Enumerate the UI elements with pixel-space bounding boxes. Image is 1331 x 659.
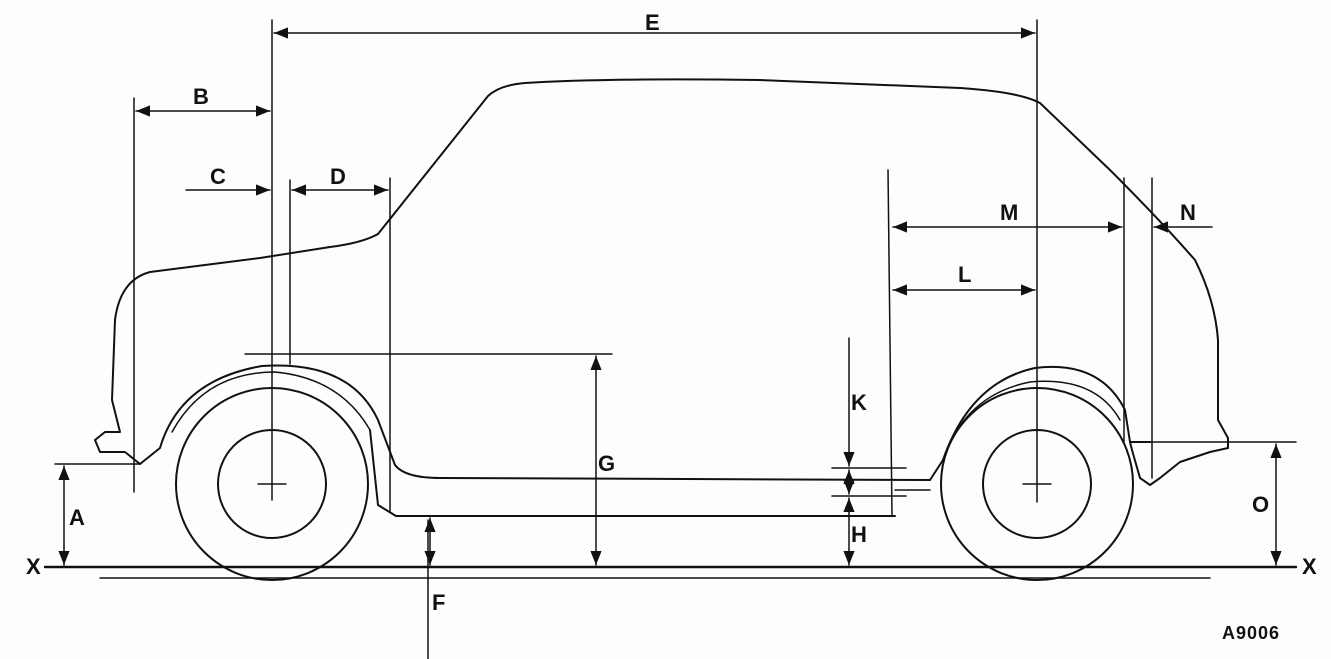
label-g: G (598, 451, 615, 476)
label-m: M (1000, 200, 1018, 225)
label-b: B (193, 84, 209, 109)
label-n: N (1180, 200, 1196, 225)
ground-line-x (43, 565, 1298, 579)
label-c: C (210, 164, 226, 189)
label-k: K (851, 390, 867, 415)
label-d: D (330, 164, 346, 189)
label-f: F (432, 590, 445, 615)
label-x-right: X (1302, 554, 1317, 579)
label-x-left: X (26, 554, 41, 579)
label-e: E (645, 10, 660, 35)
reference-lines (54, 19, 1297, 659)
label-h: H (851, 522, 867, 547)
label-o: O (1252, 492, 1269, 517)
label-a: A (69, 505, 85, 530)
figure-reference: A9006 (1222, 623, 1280, 643)
vehicle-body-outline (94, 78, 1229, 517)
label-l: L (958, 262, 971, 287)
dimension-arrows (58, 27, 1282, 566)
dimension-labels: E B C D M N L K G A H O F X X A9006 (26, 10, 1317, 643)
